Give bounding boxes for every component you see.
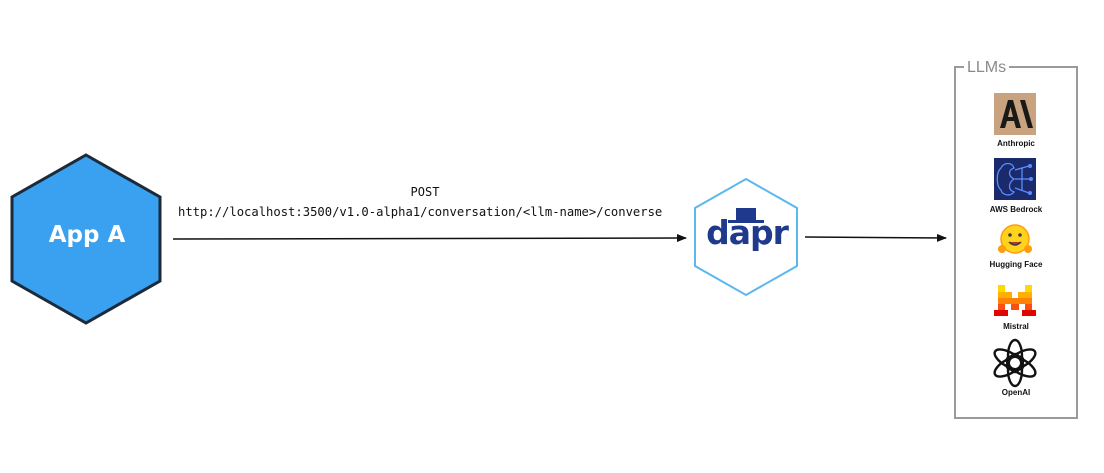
openai-logo-icon — [993, 338, 1037, 388]
provider-label-aws-bedrock: AWS Bedrock — [989, 205, 1043, 214]
hugging-face-logo-icon — [998, 224, 1032, 254]
provider-label-hugging-face: Hugging Face — [989, 260, 1043, 269]
provider-label-mistral: Mistral — [1003, 322, 1029, 331]
llm-arrow — [804, 233, 947, 242]
dapr-hat-icon — [728, 208, 764, 223]
llms-group-box — [954, 66, 1078, 419]
app-a-label: App A — [48, 222, 126, 248]
provider-label-anthropic: Anthropic — [997, 139, 1035, 148]
anthropic-logo-icon — [994, 93, 1036, 135]
dapr-hexagon — [694, 177, 798, 297]
dapr-logo-text: dapr — [706, 213, 789, 252]
aws-bedrock-logo-icon — [994, 158, 1036, 200]
app-a-hexagon — [10, 153, 162, 325]
llms-group-title: LLMs — [964, 59, 1010, 77]
provider-label-openai: OpenAI — [1001, 388, 1031, 397]
request-method: POST — [410, 185, 440, 199]
request-arrow — [172, 234, 687, 243]
mistral-logo-icon — [994, 285, 1036, 316]
request-endpoint: http://localhost:3500/v1.0-alpha1/conver… — [178, 205, 663, 219]
